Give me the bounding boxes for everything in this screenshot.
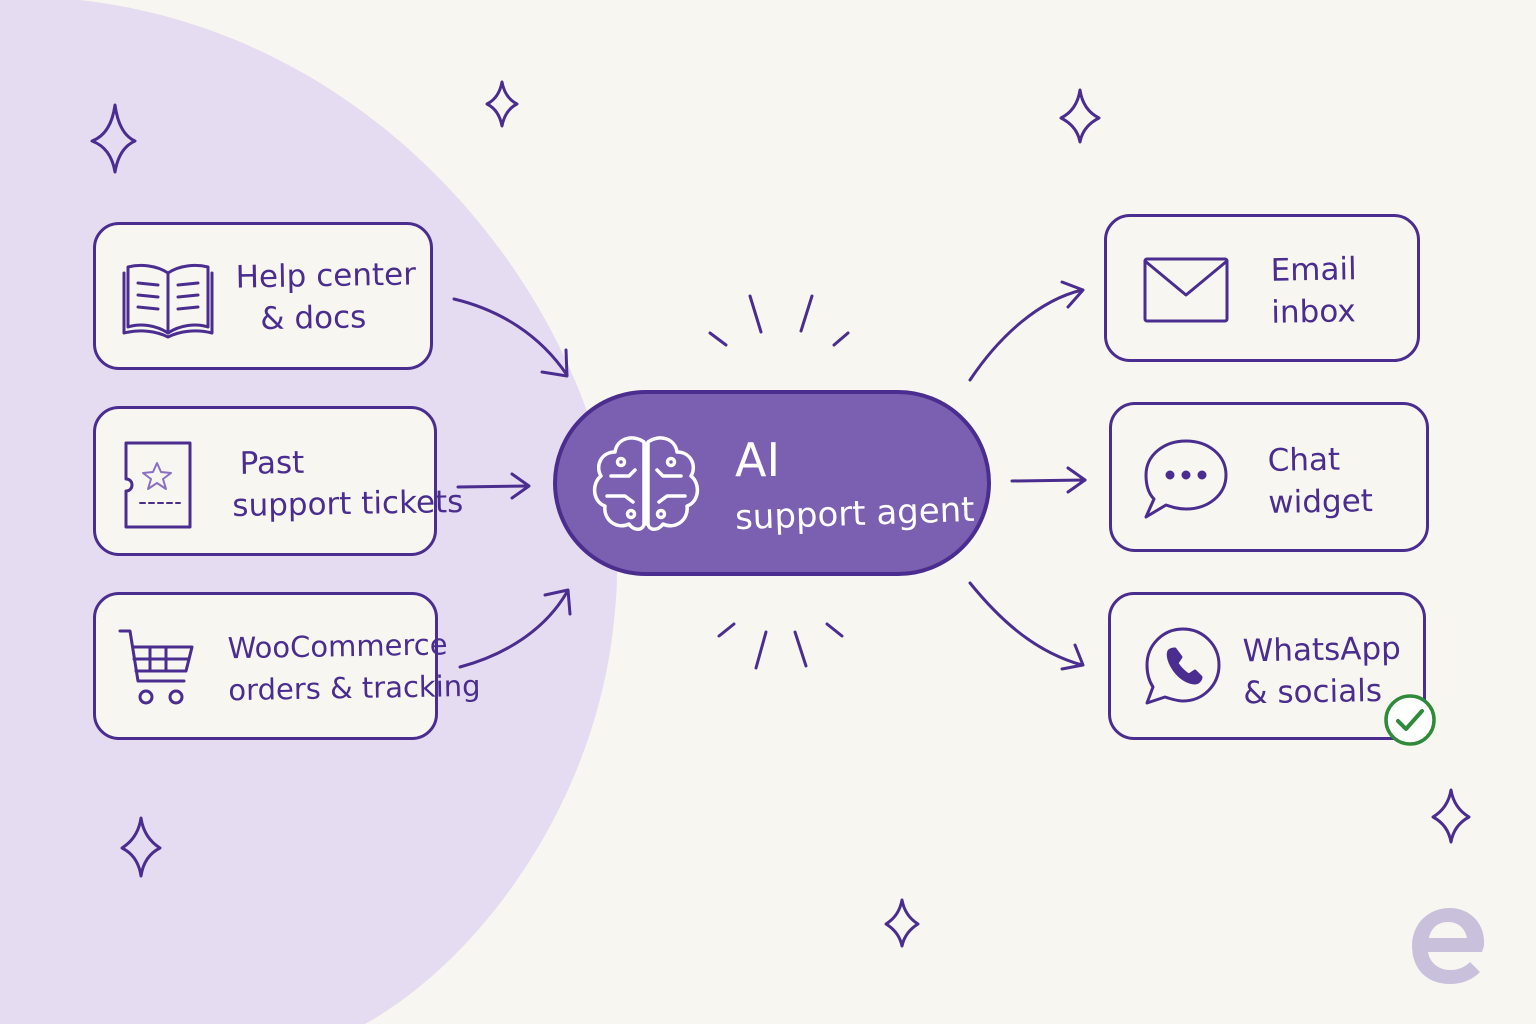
channel-label-line-2: inbox	[1271, 293, 1356, 331]
channel-card-whatsapp: WhatsApp & socials	[1108, 592, 1426, 740]
sparkle-icon	[90, 103, 137, 174]
source-card-woocommerce: WooCommerce orders & tracking	[93, 592, 481, 740]
radiating-lines-top	[708, 294, 850, 347]
e-logo-icon	[1412, 908, 1485, 984]
channel-label-line-1: Chat	[1267, 441, 1341, 479]
source-label-line-2: & docs	[260, 299, 367, 338]
agent-subtitle: support agent	[734, 489, 976, 539]
channel-label-line-2: widget	[1268, 483, 1374, 521]
source-label-line-1: Past	[239, 444, 305, 482]
channel-label-line-2: & socials	[1243, 672, 1383, 712]
source-label-line-2: support tickets	[232, 483, 464, 525]
source-label-line-1: Help center	[235, 256, 417, 296]
shopping-cart-icon	[118, 629, 194, 705]
envelope-icon	[1143, 257, 1229, 323]
source-card-past-tickets: Past support tickets	[93, 406, 464, 556]
ticket-icon	[124, 441, 192, 529]
source-label-help-center: Help center & docs	[235, 253, 417, 340]
arrow-agent-to-chat	[1010, 466, 1087, 494]
whatsapp-icon	[1145, 627, 1221, 705]
channel-label-line-1: WhatsApp	[1242, 630, 1402, 670]
agent-title: AI	[735, 433, 781, 487]
arrow-tickets-to-agent	[456, 472, 531, 500]
brain-circuit-icon	[592, 436, 700, 531]
source-card-help-center: Help center & docs	[93, 222, 433, 370]
ai-support-agent-node: AI support agent	[553, 390, 991, 576]
radiating-lines-bottom	[717, 622, 844, 670]
sparkle-icon	[1059, 88, 1101, 144]
channel-card-email: Email inbox	[1104, 214, 1420, 362]
sparkle-icon	[485, 80, 519, 128]
source-label-line-2: orders & tracking	[228, 668, 481, 708]
channel-label-email: Email inbox	[1270, 248, 1357, 333]
sparkle-icon	[120, 816, 162, 878]
sparkle-icon	[884, 898, 920, 948]
chat-bubble-icon	[1144, 439, 1228, 519]
sparkle-icon	[1431, 788, 1471, 844]
arrow-woocommerce-to-agent	[458, 588, 572, 669]
checkmark-badge-icon	[1384, 694, 1436, 746]
channel-label-chat: Chat widget	[1267, 438, 1373, 524]
channel-label-whatsapp: WhatsApp & socials	[1242, 628, 1402, 715]
channel-label-line-1: Email	[1270, 251, 1357, 289]
channel-card-chat: Chat widget	[1109, 402, 1429, 552]
arrow-help-center-to-agent	[452, 297, 569, 378]
arrow-agent-to-email	[968, 280, 1085, 382]
book-icon	[122, 263, 214, 339]
arrow-agent-to-whatsapp	[968, 581, 1085, 671]
source-label-line-1: WooCommerce	[227, 627, 448, 666]
source-label-past-tickets: Past support tickets	[231, 439, 464, 527]
source-label-woocommerce: WooCommerce orders & tracking	[227, 623, 481, 711]
